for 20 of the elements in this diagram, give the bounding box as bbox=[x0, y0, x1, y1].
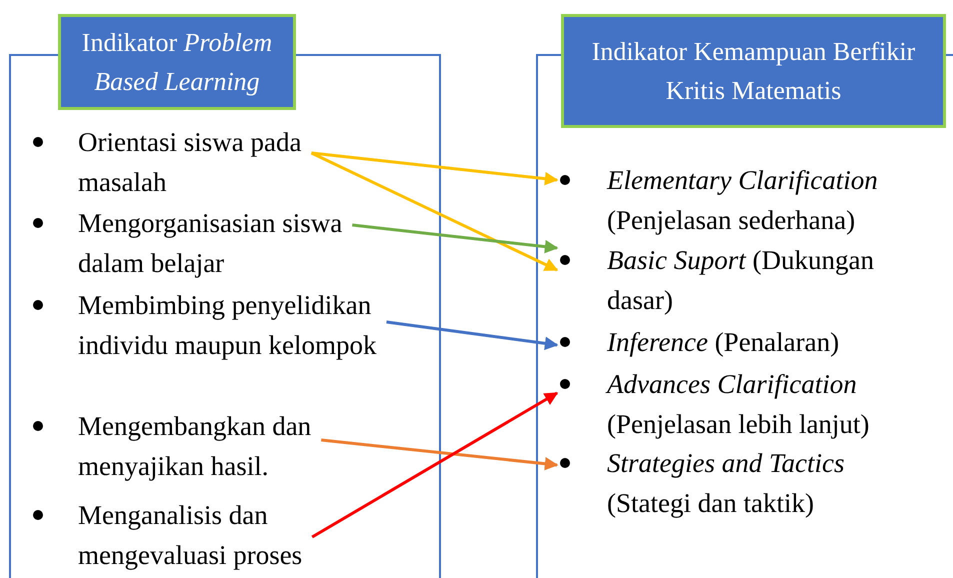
arrow bbox=[310, 152, 558, 272]
arrow bbox=[311, 392, 558, 538]
list-item-text: Basic Suport (Dukungan dasar) bbox=[607, 244, 875, 317]
arrow bbox=[386, 320, 558, 350]
list-item-text: Inference (Penalaran) bbox=[607, 326, 840, 359]
list-item-text: Strategies and Tactics (Stategi dan taktik) bbox=[607, 447, 846, 520]
header-box bbox=[58, 14, 296, 110]
header-text: Indikator Kemampuan Berfikir Kritis Matematis bbox=[590, 36, 916, 107]
list-item-text: Membimbing penyelidikan individu maupun kelompok bbox=[78, 289, 378, 362]
header-box bbox=[561, 14, 946, 128]
arrow bbox=[321, 438, 558, 470]
list-item-text: Elementary Clarification (Penjelasan sederhana) bbox=[607, 164, 879, 237]
list-item-text: Mengembangkan dan menyajikan hasil. bbox=[78, 410, 312, 483]
list-item-text: Mengorganisasian siswa dalam belajar bbox=[78, 207, 344, 280]
arrow bbox=[352, 224, 558, 254]
arrow bbox=[311, 152, 558, 186]
list-item-text: Menganalisis dan mengevaluasi proses bbox=[78, 499, 304, 572]
header-text: Indikator Problem Based Learning bbox=[80, 27, 274, 98]
list-item-text: Orientasi siswa pada masalah bbox=[78, 126, 302, 199]
list-item-text: Advances Clarification (Penjelasan lebih lanjut) bbox=[607, 368, 870, 441]
